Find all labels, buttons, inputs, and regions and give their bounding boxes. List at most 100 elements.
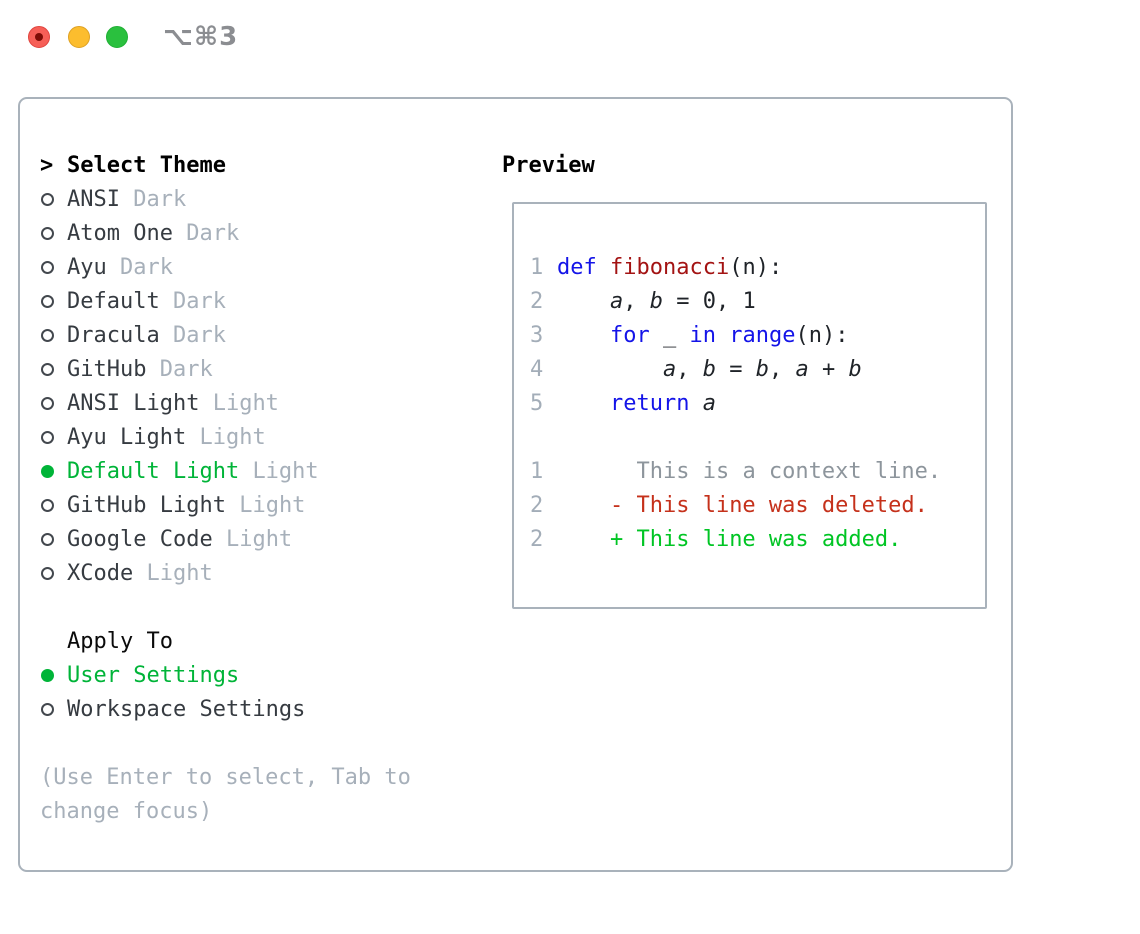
code-token-ctx: This is a context line. — [636, 459, 942, 484]
theme-option-atom-one[interactable]: Atom One Dark — [40, 217, 411, 251]
radio-circle-icon — [41, 431, 54, 444]
select-theme-header: >Select Theme — [40, 149, 411, 183]
theme-option-label: XCode — [67, 561, 134, 586]
hint-line-1: (Use Enter to select, Tab to — [40, 765, 411, 790]
theme-option-github[interactable]: GitHub Dark — [40, 353, 411, 387]
theme-option-google-code[interactable]: Google Code Light — [40, 523, 411, 557]
radio-icon — [40, 421, 67, 455]
radio-circle-icon — [41, 363, 54, 376]
selection-cursor-icon: > — [40, 153, 54, 178]
theme-option-label: ANSI — [67, 187, 120, 212]
theme-option-ansi-light[interactable]: ANSI Light Light — [40, 387, 411, 421]
theme-variant-tag: Light — [146, 561, 213, 586]
code-line: 2 a, b = 0, 1 — [530, 285, 985, 319]
hint-text: (Use Enter to select, Tab to change focu… — [40, 761, 411, 829]
theme-option-github-light[interactable]: GitHub Light Light — [40, 489, 411, 523]
code-token-var: b — [848, 357, 862, 382]
code-token-var: a — [795, 357, 809, 382]
theme-option-xcode[interactable]: XCode Light — [40, 557, 411, 591]
code-token-pl: (n): — [795, 323, 849, 348]
theme-variant-tag: Light — [225, 527, 293, 552]
code-token-kw: def — [557, 255, 597, 280]
theme-option-label: Ayu Light — [67, 425, 187, 450]
code-token-kw: for — [609, 323, 650, 348]
apply-target-user-settings[interactable]: User Settings — [40, 659, 411, 693]
theme-option-ansi[interactable]: ANSI Dark — [40, 183, 411, 217]
theme-variant-tag: Light — [199, 425, 266, 450]
radio-icon — [40, 319, 67, 353]
code-token-var: b — [755, 357, 769, 382]
code-line: 1 This is a context line. — [530, 455, 985, 489]
theme-option-label: ANSI Light — [67, 391, 200, 416]
code-line: 2 + This line was added. — [530, 523, 985, 557]
theme-option-label: Default — [67, 289, 160, 314]
theme-option-default-light[interactable]: Default Light Light — [40, 455, 411, 489]
theme-variant-tag: Dark — [172, 323, 226, 348]
radio-icon — [40, 523, 67, 557]
code-token-pl — [557, 459, 636, 484]
line-number: 2 — [530, 289, 544, 314]
hint-line-2: change focus) — [40, 799, 213, 824]
line-number: 1 — [530, 255, 544, 280]
theme-option-default[interactable]: Default Dark — [40, 285, 411, 319]
radio-circle-icon — [41, 465, 54, 478]
code-token-pl: = — [715, 357, 756, 382]
apply-target-workspace-settings[interactable]: Workspace Settings — [40, 693, 411, 727]
theme-option-label: GitHub — [67, 357, 147, 382]
code-token-pl: _ — [649, 323, 690, 348]
minimize-button[interactable] — [68, 26, 90, 48]
apply-target-label: User Settings — [67, 663, 240, 688]
radio-circle-icon — [41, 397, 54, 410]
radio-selected-icon — [40, 455, 67, 489]
code-blank-line — [530, 421, 985, 455]
radio-icon — [40, 353, 67, 387]
code-token-kw: return — [609, 391, 690, 416]
zoom-button[interactable] — [106, 26, 128, 48]
theme-variant-tag: Dark — [159, 357, 213, 382]
code-token-pl — [557, 323, 610, 348]
apply-to-header: Apply To — [40, 625, 411, 659]
preview-label: Preview — [502, 153, 595, 178]
gap — [40, 591, 411, 625]
code-line: 4 a, b = b, a + b — [530, 353, 985, 387]
theme-variant-tag: Dark — [120, 255, 173, 280]
close-button[interactable] — [28, 26, 50, 48]
code-token-pl — [689, 391, 702, 416]
theme-option-dracula[interactable]: Dracula Dark — [40, 319, 411, 353]
code-token-pl — [597, 255, 610, 280]
code-token-pl — [716, 323, 729, 348]
code-token-add: + This line was added. — [609, 527, 902, 552]
theme-variant-tag: Light — [212, 391, 279, 416]
radio-icon — [40, 285, 67, 319]
line-number: 3 — [530, 323, 544, 348]
radio-circle-icon — [41, 193, 54, 206]
theme-option-label: Default Light — [67, 459, 240, 484]
theme-option-label: Ayu — [67, 255, 107, 280]
theme-option-ayu-light[interactable]: Ayu Light Light — [40, 421, 411, 455]
code-token-pl — [557, 391, 610, 416]
line-number: 2 — [530, 493, 544, 518]
theme-option-label: GitHub Light — [67, 493, 226, 518]
theme-option-label: Atom One — [67, 221, 173, 246]
theme-variant-tag: Dark — [172, 289, 226, 314]
theme-option-label: Dracula — [67, 323, 160, 348]
radio-icon — [40, 693, 67, 727]
code-token-var: a — [702, 391, 716, 416]
code-line: 2 - This line was deleted. — [530, 489, 985, 523]
apply-to-label: Apply To — [67, 629, 173, 654]
code-token-pl: , — [768, 357, 796, 382]
code-token-del: - This line was deleted. — [609, 493, 928, 518]
theme-variant-tag: Dark — [133, 187, 187, 212]
radio-circle-icon — [41, 567, 54, 580]
theme-variant-tag: Light — [252, 459, 319, 484]
theme-option-ayu[interactable]: Ayu Dark — [40, 251, 411, 285]
code-token-pl: = 0, 1 — [662, 289, 756, 314]
line-number: 4 — [530, 357, 544, 382]
radio-circle-icon — [41, 669, 54, 682]
radio-selected-icon — [40, 659, 67, 693]
